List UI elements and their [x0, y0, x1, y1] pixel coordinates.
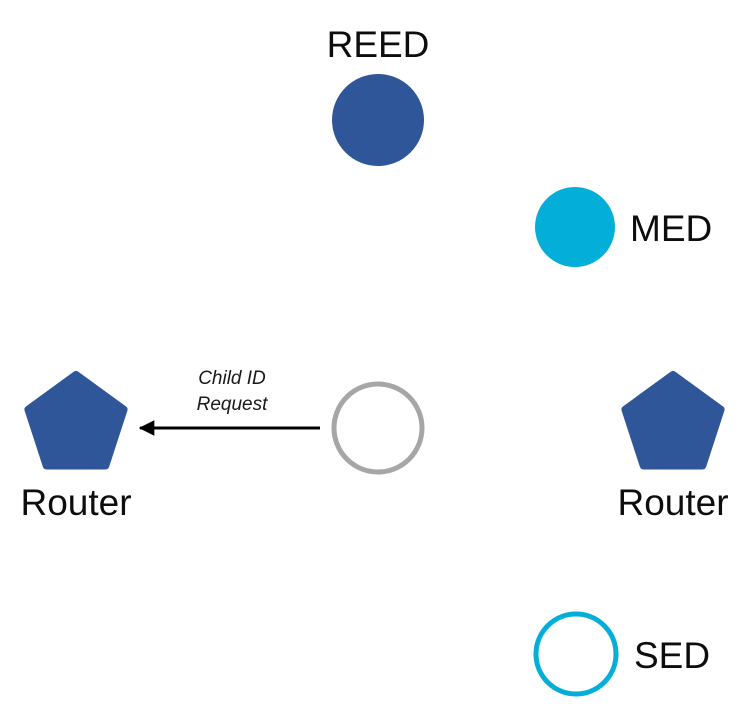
edge-label-child-id-request-line1: Child ID: [198, 368, 266, 389]
node-router-right[interactable]: Router: [617, 371, 729, 523]
router-right-label: Router: [617, 482, 728, 523]
med-label: MED: [630, 208, 712, 249]
node-router-left[interactable]: Router: [20, 371, 132, 523]
router-left-label: Router: [20, 482, 131, 523]
reed-circle-icon[interactable]: [332, 74, 424, 166]
sed-label: SED: [634, 635, 710, 676]
router-left-pentagon-icon[interactable]: [24, 371, 128, 470]
node-med[interactable]: MED: [535, 187, 712, 267]
edge-child-id-request: Child ID Request: [138, 368, 320, 436]
node-child[interactable]: [331, 381, 425, 475]
med-circle-icon[interactable]: [535, 187, 615, 267]
node-reed[interactable]: REED: [327, 24, 430, 166]
reed-label: REED: [327, 24, 430, 65]
router-right-pentagon-icon[interactable]: [621, 371, 725, 470]
edge-label-child-id-request-line2: Request: [197, 394, 268, 415]
child-circle-icon[interactable]: [331, 381, 425, 475]
node-sed[interactable]: SED: [533, 611, 710, 697]
sed-circle-icon[interactable]: [533, 611, 619, 697]
